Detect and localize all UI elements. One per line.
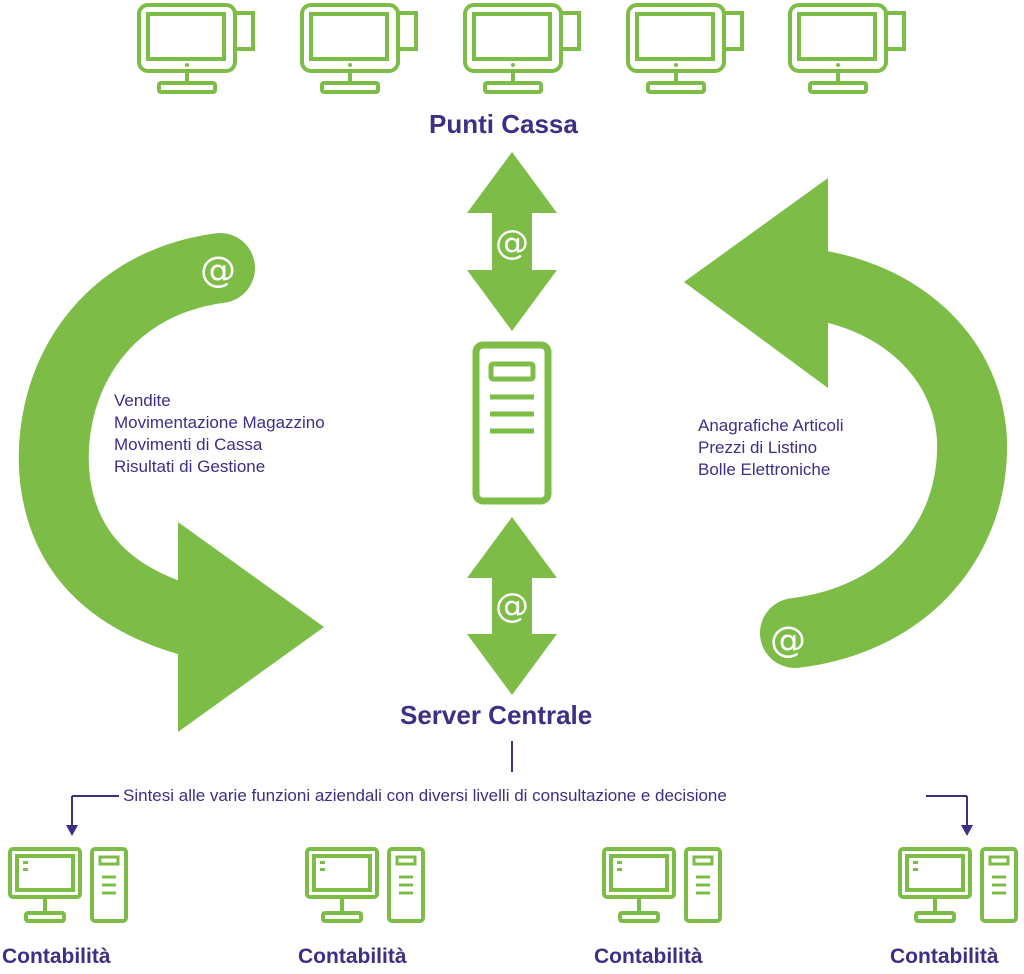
distribution-connector <box>66 741 973 836</box>
lower-double-arrow: @ <box>467 517 557 695</box>
right-flow-list: Anagrafiche Articoli Prezzi di Listino B… <box>698 415 844 481</box>
left-flow-item: Movimenti di Cassa <box>114 435 263 454</box>
left-flow-item: Vendite <box>114 391 171 410</box>
accounting-label: Contabilità <box>2 945 111 968</box>
at-icon: @ <box>770 620 806 661</box>
accounting-workstation-4 <box>898 847 1018 923</box>
at-icon: @ <box>495 223 529 263</box>
pos-terminal-2 <box>300 3 418 94</box>
pos-terminal-5 <box>788 3 906 94</box>
left-flow-item: Movimentazione Magazzino <box>114 413 325 432</box>
at-icon: @ <box>495 586 529 626</box>
upper-double-arrow: @ <box>467 152 557 331</box>
pos-terminal-1 <box>137 3 255 94</box>
accounting-workstation-1 <box>8 847 128 923</box>
accounting-label: Contabilità <box>298 945 407 968</box>
at-icon: @ <box>200 250 236 291</box>
right-flow-item: Prezzi di Listino <box>698 438 818 457</box>
right-flow-item: Bolle Elettroniche <box>698 460 831 479</box>
right-curved-arrow: @ <box>684 178 1008 668</box>
accounting-workstation-3 <box>602 847 722 923</box>
accounting-label: Contabilità <box>594 945 703 968</box>
pos-terminal-3 <box>463 3 581 94</box>
accounting-label: Contabilità <box>890 945 999 968</box>
pos-title: Punti Cassa <box>429 109 578 139</box>
left-flow-list: Vendite Movimentazione Magazzino Movimen… <box>114 390 325 478</box>
server-tower-icon <box>472 341 552 505</box>
left-flow-item: Risultati di Gestione <box>114 457 266 476</box>
left-curved-arrow: @ <box>18 233 324 732</box>
distribution-caption: Sintesi alle varie funzioni aziendali co… <box>119 786 731 806</box>
pos-terminal-4 <box>626 3 744 94</box>
right-flow-item: Anagrafiche Articoli <box>698 416 844 435</box>
accounting-workstation-2 <box>305 847 425 923</box>
server-title: Server Centrale <box>400 700 593 730</box>
